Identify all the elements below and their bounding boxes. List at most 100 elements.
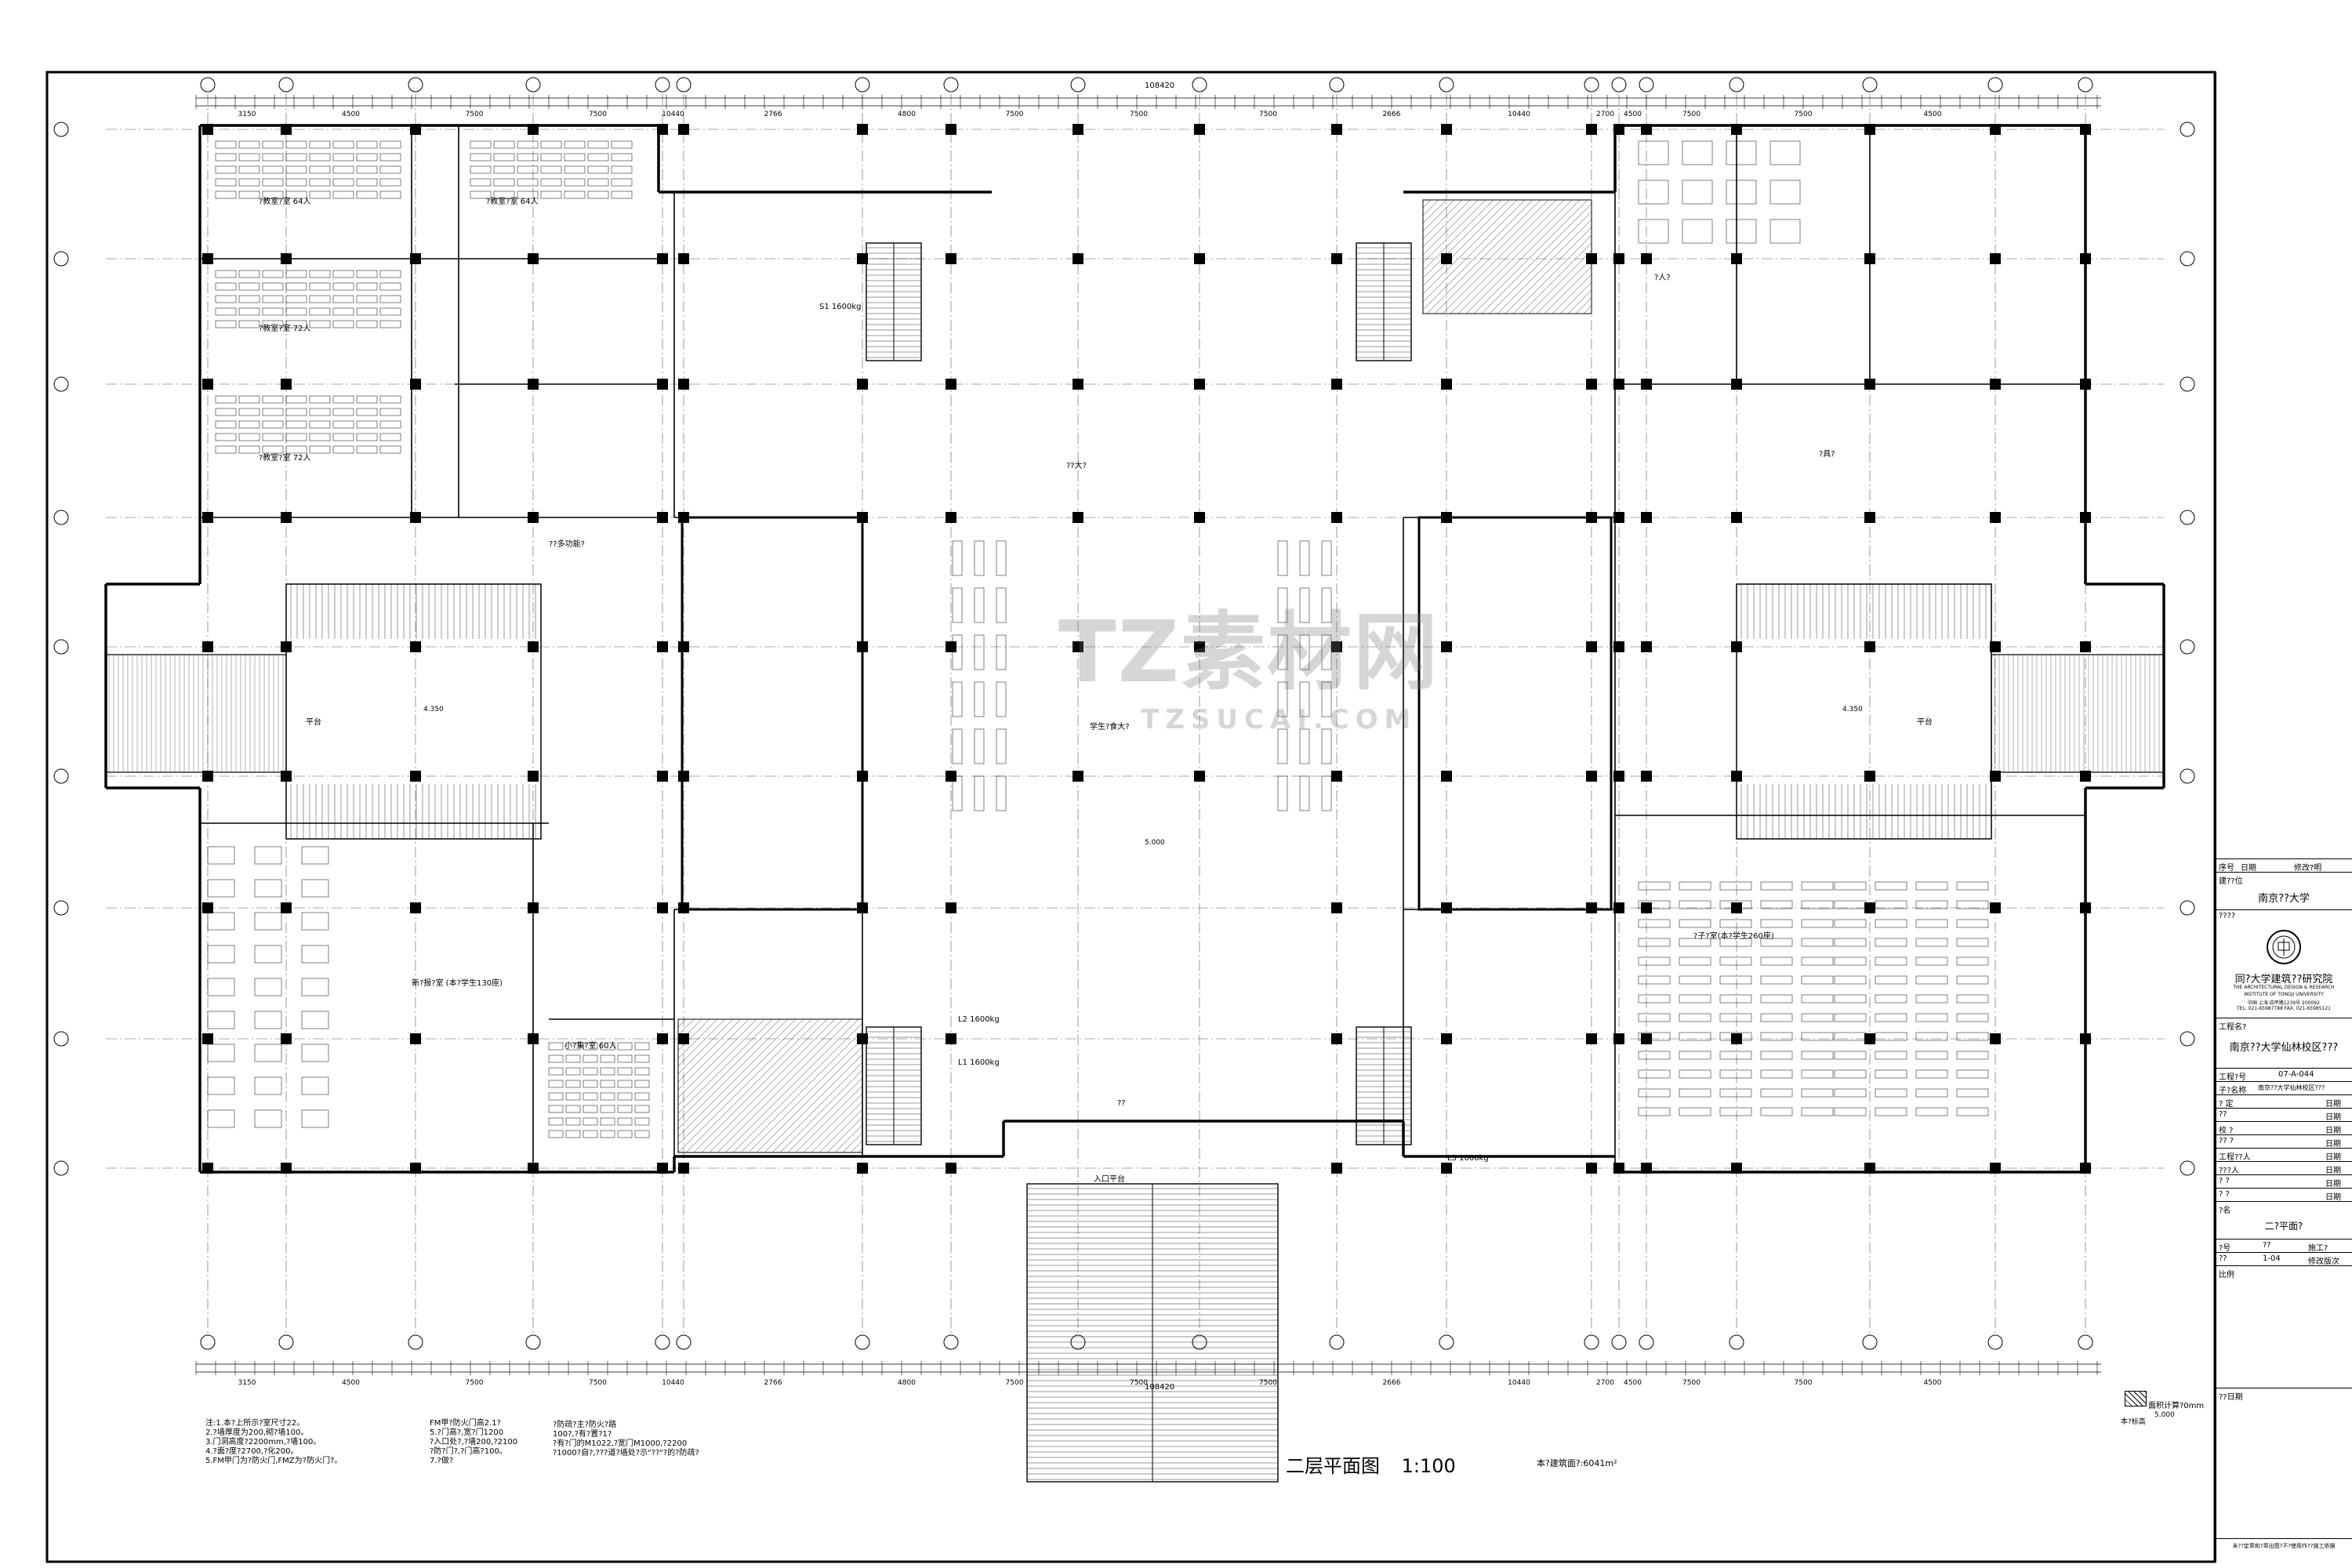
column xyxy=(202,124,213,135)
library-desk xyxy=(1834,881,1867,891)
column xyxy=(281,253,292,264)
axis-bubble xyxy=(1439,1334,1454,1350)
hatch-line xyxy=(1422,199,1479,256)
library-desk xyxy=(1760,1013,1793,1022)
dimension-text: 2666 xyxy=(1383,111,1401,118)
column xyxy=(1990,124,2001,135)
column xyxy=(1864,771,1875,782)
axis-bubble xyxy=(1639,1334,1654,1350)
hatch-line xyxy=(779,1069,863,1153)
column xyxy=(857,124,868,135)
level-mark: 4.350 xyxy=(423,706,444,713)
sheet-header-row: ?号 ?? 施工? xyxy=(2216,1239,2352,1253)
note-line: 注:1.本?上所示?室尺寸22。 xyxy=(205,1419,305,1428)
hatch-line xyxy=(1422,199,1447,224)
room-label: 平台 xyxy=(1917,718,1933,727)
classroom-desk xyxy=(262,178,284,187)
seminar-seat xyxy=(634,1042,650,1051)
axis-bubble xyxy=(1584,1334,1599,1350)
column xyxy=(1441,512,1452,523)
sheet-no-row: ?? 1-04 修改版次 xyxy=(2216,1252,2352,1266)
classroom-desk xyxy=(356,295,378,303)
hatch-line xyxy=(1422,199,1534,310)
hatch-line xyxy=(677,1018,734,1075)
library-desk xyxy=(1760,994,1793,1004)
seminar-seat xyxy=(617,1080,633,1088)
classroom-desk xyxy=(285,270,307,278)
column xyxy=(1586,641,1597,652)
classroom-desk xyxy=(238,307,260,316)
library-desk xyxy=(1719,994,1752,1004)
institute-tel: TEL: 021-65987788 FAX: 021-65985121 xyxy=(2237,1006,2331,1011)
classroom-desk xyxy=(309,307,331,316)
axis-bubble xyxy=(855,1334,870,1350)
classroom-desk xyxy=(356,445,378,454)
classroom-desk xyxy=(379,282,401,291)
classroom-desk xyxy=(238,408,260,416)
library-desk xyxy=(1875,1051,1907,1060)
classroom-desk xyxy=(379,320,401,328)
column xyxy=(1586,512,1597,523)
axis-bubble xyxy=(1439,77,1454,93)
library-desk xyxy=(1719,1013,1752,1022)
room-label: ?子?室(本?学生260座) xyxy=(1693,932,1774,941)
column xyxy=(1331,124,1342,135)
library-desk xyxy=(1638,938,1671,947)
hatch-line xyxy=(1473,199,1588,314)
dining-table xyxy=(1277,540,1288,576)
column xyxy=(1731,902,1742,913)
classroom-desk xyxy=(587,140,609,149)
hatch-line xyxy=(764,1054,863,1153)
seminar-seat xyxy=(548,1054,564,1063)
column xyxy=(657,771,668,782)
hatch-line xyxy=(756,1046,863,1153)
library-desk xyxy=(1875,1088,1907,1098)
column xyxy=(946,1033,956,1044)
library-desk xyxy=(1956,1069,1989,1079)
library-desk xyxy=(1760,919,1793,928)
dining-table xyxy=(974,728,985,764)
library-desk xyxy=(1801,1107,1834,1116)
axis-bubble xyxy=(1584,77,1599,93)
seminar-seat xyxy=(583,1042,598,1051)
classroom-desk xyxy=(517,165,539,174)
column xyxy=(657,124,668,135)
column xyxy=(1441,771,1452,782)
library-desk xyxy=(1638,1013,1671,1022)
hatch-line xyxy=(858,1148,863,1153)
hatch-line xyxy=(677,1018,804,1145)
library-desk xyxy=(1638,1088,1671,1098)
classroom-desk xyxy=(262,270,284,278)
classroom-desk xyxy=(493,191,515,199)
column xyxy=(410,1033,421,1044)
library-desk xyxy=(1760,881,1793,891)
role-row: ?? ? 日期 xyxy=(2216,1134,2352,1149)
library-desk xyxy=(1915,1032,1948,1041)
column xyxy=(202,1163,213,1174)
column xyxy=(1194,641,1205,652)
classroom-desk xyxy=(587,165,609,174)
hatch-line xyxy=(1442,199,1557,314)
classroom-desk xyxy=(356,320,378,328)
column xyxy=(1990,771,2001,782)
legend-hatch-text: 面积计算?0mm xyxy=(2148,1402,2205,1410)
column xyxy=(1864,512,1875,523)
column xyxy=(410,1163,421,1174)
sheet-no: 1-04 xyxy=(2263,1254,2281,1263)
classroom-desk xyxy=(262,408,284,416)
column xyxy=(1641,253,1652,264)
column xyxy=(410,124,421,135)
dimension-text: 7500 xyxy=(1006,1379,1024,1387)
library-desk xyxy=(1834,938,1867,947)
role-label: ?? xyxy=(2219,1110,2227,1119)
library-desk xyxy=(1956,1107,1989,1116)
bridge xyxy=(105,654,287,773)
column xyxy=(1613,771,1624,782)
classroom-desk xyxy=(285,408,307,416)
hatch-line xyxy=(1422,199,1432,209)
classroom-desk xyxy=(215,178,237,187)
classroom-desk xyxy=(215,395,237,404)
drawing-name-label: ?名 xyxy=(2219,1207,2231,1215)
classroom-desk xyxy=(285,165,307,174)
